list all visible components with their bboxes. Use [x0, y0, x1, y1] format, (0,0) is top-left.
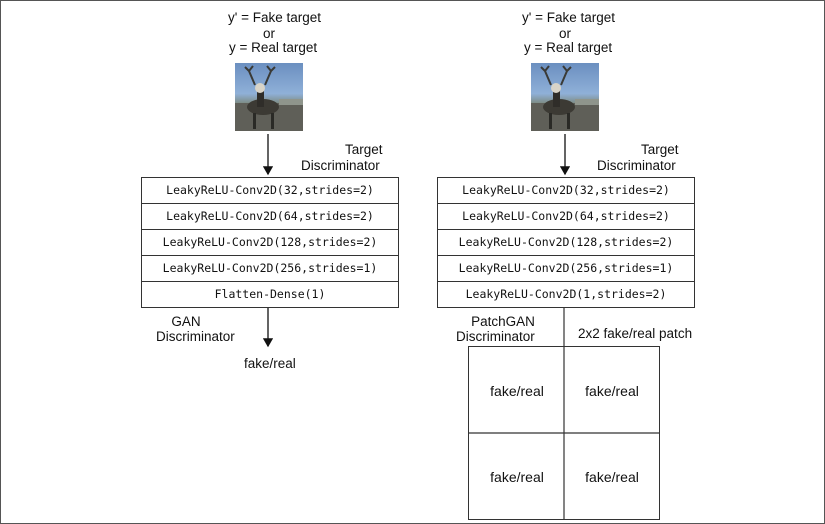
left-layer-3: LeakyReLU-Conv2D(128,strides=2)	[142, 230, 398, 256]
left-block-label-discriminator: Discriminator	[301, 158, 380, 173]
right-layer-4: LeakyReLU-Conv2D(256,strides=1)	[438, 256, 694, 282]
left-target-or-label: or	[262, 26, 275, 41]
right-layer-5: LeakyReLU-Conv2D(1,strides=2)	[465, 287, 667, 301]
right-block-label-target: Target	[641, 142, 679, 157]
left-layer-4: LeakyReLU-Conv2D(256,strides=1)	[142, 256, 398, 282]
patch-cell-top-left: fake/real	[490, 382, 544, 399]
right-layer-2: LeakyReLU-Conv2D(64,strides=2)	[438, 204, 694, 230]
patch-cell-bottom-right: fake/real	[585, 468, 639, 485]
left-layer-2: LeakyReLU-Conv2D(64,strides=2)	[142, 204, 398, 230]
right-block-label-discriminator: Discriminator	[597, 158, 676, 173]
patch-cell-top-right: fake/real	[585, 382, 639, 399]
right-discriminator-stack: LeakyReLU-Conv2D(32,strides=2) LeakyReLU…	[437, 177, 695, 308]
left-discriminator-stack: LeakyReLU-Conv2D(32,strides=2) LeakyReLU…	[141, 177, 399, 308]
right-target-or-label: or	[558, 26, 571, 41]
deer-icon	[531, 65, 599, 131]
deer-icon	[235, 65, 303, 131]
left-output-label-gan: GAN	[171, 314, 201, 329]
right-layer-3: LeakyReLU-Conv2D(128,strides=2)	[438, 230, 694, 256]
right-patch-label: 2x2 fake/real patch	[578, 326, 693, 341]
left-deer-image	[235, 63, 303, 131]
left-output-fake-real: fake/real	[244, 356, 296, 371]
left-target-real-label: y = Real target	[229, 40, 318, 55]
left-layer-5: Flatten-Dense(1)	[214, 287, 326, 301]
right-layer-1: LeakyReLU-Conv2D(32,strides=2)	[438, 178, 694, 204]
right-output-label-discriminator: Discriminator	[456, 329, 535, 344]
right-target-fake-label: y' = Fake target	[522, 10, 615, 25]
left-block-label-target: Target	[345, 142, 383, 157]
right-output-label-patchgan: PatchGAN	[471, 314, 535, 329]
patch-cell-bottom-left: fake/real	[490, 468, 544, 485]
right-deer-image	[531, 63, 599, 131]
left-layer-1: LeakyReLU-Conv2D(32,strides=2)	[142, 178, 398, 204]
right-target-real-label: y = Real target	[524, 40, 613, 55]
left-target-fake-label: y' = Fake target	[228, 10, 321, 25]
left-output-label-discriminator: Discriminator	[156, 329, 235, 344]
